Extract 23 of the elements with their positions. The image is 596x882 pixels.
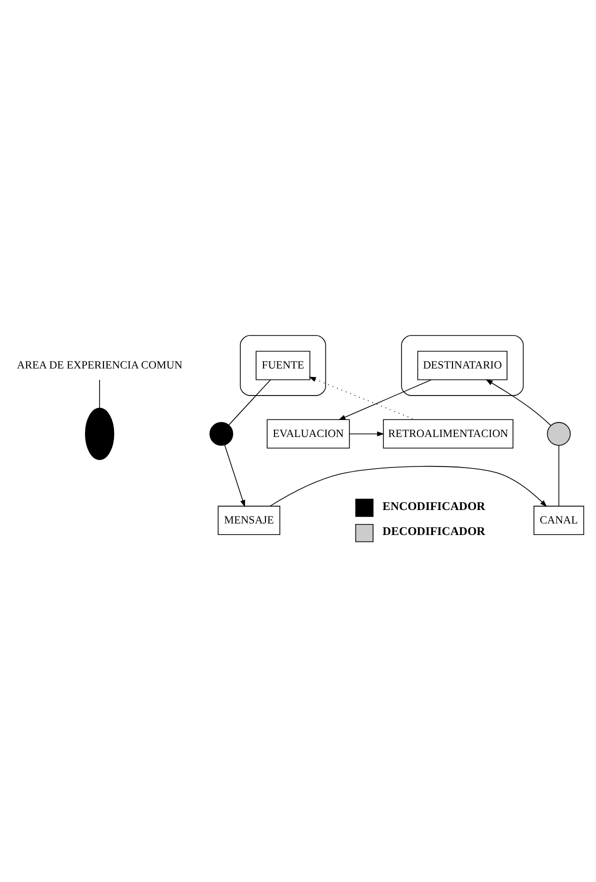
connector [99, 379, 100, 408]
node-box: CANAL [534, 506, 584, 536]
node-box: EVALUACION [266, 419, 350, 448]
legend-label: DECODIFICADOR [382, 524, 486, 538]
arrow [308, 376, 416, 420]
node-ellipse [85, 408, 114, 460]
legend-label: ENCODIFICADOR [382, 498, 486, 513]
arrow [270, 466, 548, 507]
cluster [401, 335, 524, 396]
arrow [224, 444, 246, 508]
arrow [349, 431, 384, 436]
connector [228, 379, 271, 426]
node-text: AREA DE EXPERIENCIA COMUN [16, 359, 182, 372]
arrow [486, 379, 552, 426]
node-circle [209, 422, 234, 446]
node-box: DESTINATARIO [417, 350, 508, 380]
node-box: MENSAJE [218, 506, 280, 536]
node-circle [546, 422, 571, 446]
arrow [338, 379, 432, 420]
connector [558, 445, 560, 507]
node-box: FUENTE [256, 350, 310, 380]
cluster [240, 335, 326, 396]
node-box: RETROALIMENTACION [382, 419, 514, 448]
